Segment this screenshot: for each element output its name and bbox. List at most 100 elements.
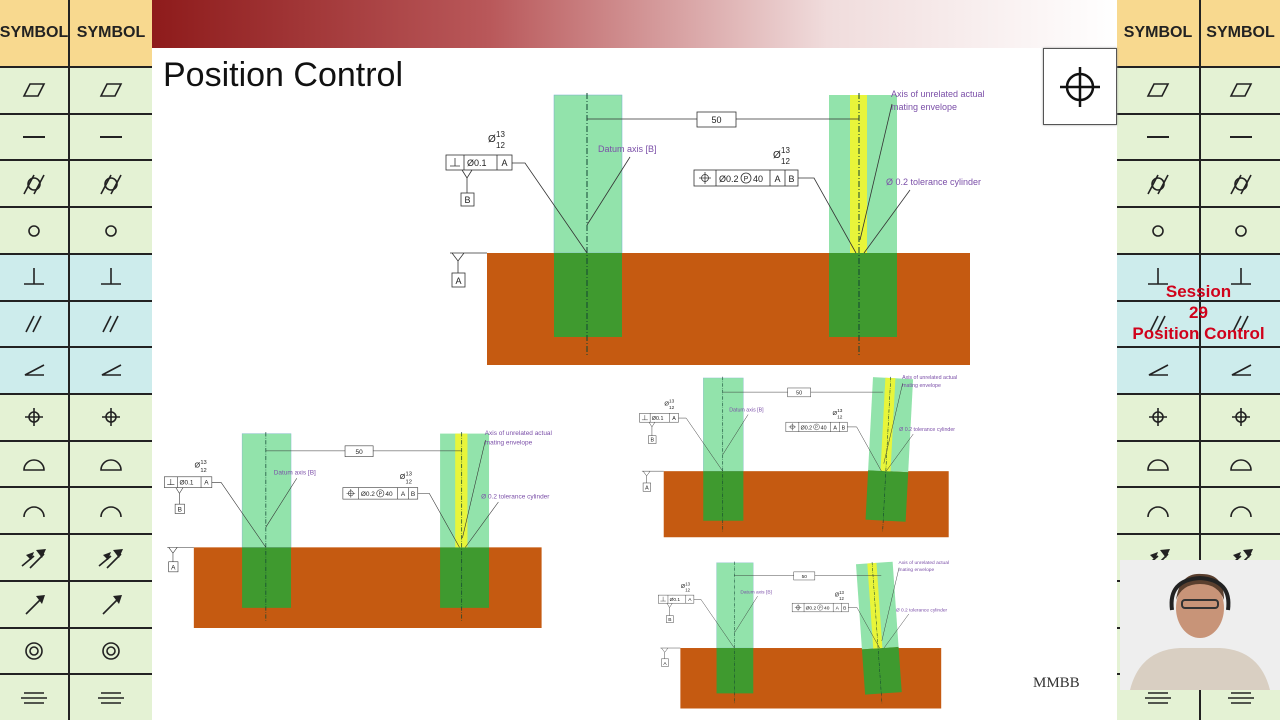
profile-line-icon: [1147, 506, 1169, 517]
base-plate: [680, 648, 942, 709]
symbol-cell-straightness: [1117, 114, 1199, 160]
perp-tolerance: Ø0.1: [652, 416, 664, 422]
position-frame: [785, 421, 848, 432]
diagram-label: Axis of unrelated actual: [902, 375, 957, 381]
diagram-label: Ø: [664, 402, 669, 408]
datum-a: A: [455, 276, 461, 286]
symbol-cell-straightness: [1201, 114, 1280, 160]
symbol-header: SYMBOL: [1117, 0, 1199, 66]
diagram-label: 40: [821, 425, 827, 431]
diagram-label: 13: [781, 146, 790, 155]
diagram-label: Ø: [681, 584, 686, 590]
datum-pin-in-plate: [554, 253, 622, 337]
datum-pin: [703, 377, 744, 472]
symbol-cell-circularity: [1117, 208, 1199, 253]
perpendicularity-icon: [24, 268, 44, 286]
pin-in-plate: [829, 253, 897, 337]
dimension-box: [793, 571, 816, 581]
datum-a-box: [642, 482, 651, 492]
toleranced-pin: [440, 432, 490, 621]
flatness-icon: [22, 83, 46, 98]
symbol-cell-circularity: [0, 208, 68, 253]
parallelism-icon: [25, 315, 42, 333]
diagram-label: 13: [496, 130, 505, 139]
pin-in-plate: [861, 646, 902, 695]
datum-b: B: [668, 617, 671, 623]
pin-axis-line: [882, 376, 892, 532]
symbol-header: SYMBOL: [70, 0, 152, 66]
position-icon: [699, 172, 711, 184]
symbol-cell-circular-runout: [0, 581, 68, 627]
datum-b: B: [650, 438, 654, 444]
pin-axis-line: [871, 562, 883, 704]
pin-in-plate: [440, 547, 490, 608]
symbol-cell-flatness: [1117, 68, 1199, 113]
symbol-cell-position: [70, 395, 152, 440]
datum-ref: A: [501, 158, 507, 168]
symbol-cell-profile-line: [1201, 488, 1280, 534]
position-icon: [1149, 408, 1167, 427]
toleranced-pin: [865, 376, 914, 532]
pin-in-plate: [865, 470, 909, 522]
diagram-label: Ø 0.2 tolerance cylinder: [481, 493, 550, 500]
symbol-cell-position: [1117, 395, 1199, 440]
perpendicularity-icon: [167, 478, 175, 486]
presenter-webcam: [1120, 560, 1280, 690]
title-banner: [152, 0, 1117, 48]
perpendicularity-frame: [658, 594, 695, 604]
datum-a-box: [168, 561, 179, 573]
position-icon: [346, 489, 356, 498]
diagram-label: A: [836, 606, 840, 612]
diagram-label: 12: [669, 405, 675, 411]
symbol-cell-total-runout: [70, 535, 152, 580]
diagram-label: B: [788, 174, 794, 184]
symbol-cell-flatness: [1201, 68, 1280, 113]
perp-tolerance: Ø0.1: [670, 597, 681, 603]
presenter-image: [1120, 560, 1280, 690]
diagram-label: 13: [669, 399, 675, 405]
symbol-cell-straightness: [70, 114, 152, 160]
profile-surface-icon: [1147, 459, 1169, 471]
projected-zone-modifier: P: [379, 492, 383, 498]
position-icon: [794, 604, 802, 611]
base-plate: [663, 471, 949, 538]
symbol-cell-perpendicularity: [1117, 254, 1199, 300]
page-title: Position Control: [163, 56, 404, 94]
symbol-cell-flatness: [70, 68, 152, 113]
symbol-cell-symmetry: [0, 675, 68, 720]
diagram-label: 13: [406, 471, 412, 477]
symbol-cell-circularity: [1201, 208, 1280, 253]
diagram-label: mating envelope: [485, 439, 533, 446]
angularity-icon: [1148, 363, 1169, 376]
cylindricity-icon: [1229, 174, 1252, 195]
symbol-cell-cylindricity: [70, 161, 152, 207]
symbol-cell-straightness: [0, 114, 68, 160]
position-symbol-button[interactable]: [1043, 48, 1117, 125]
symbol-cell-parallelism: [0, 301, 68, 347]
diagram-label: 13: [685, 581, 690, 586]
dimension-value: 50: [711, 115, 721, 125]
datum-b-box: [174, 503, 185, 514]
datum-pin-in-plate: [242, 547, 292, 608]
tolerance-zone: [455, 433, 468, 548]
profile-surface-icon: [1229, 459, 1252, 471]
datum-b-box: [648, 435, 657, 444]
datum-ref: A: [672, 416, 676, 422]
diagram-label: Ø: [195, 460, 201, 469]
pin-upper: [829, 95, 897, 253]
angularity-icon: [101, 363, 122, 376]
datum-a: A: [645, 485, 649, 491]
cylindricity-icon: [23, 174, 45, 195]
toleranced-pin: [855, 561, 902, 704]
diagram-label: Datum axis [B]: [729, 408, 764, 414]
diagram-label: 12: [200, 468, 206, 474]
dimension-box: [696, 111, 737, 128]
straightness-icon: [1229, 136, 1252, 139]
straightness-icon: [100, 136, 122, 139]
diagram-label: Ø0.2: [806, 606, 817, 612]
tolerance-zone: [880, 377, 896, 472]
